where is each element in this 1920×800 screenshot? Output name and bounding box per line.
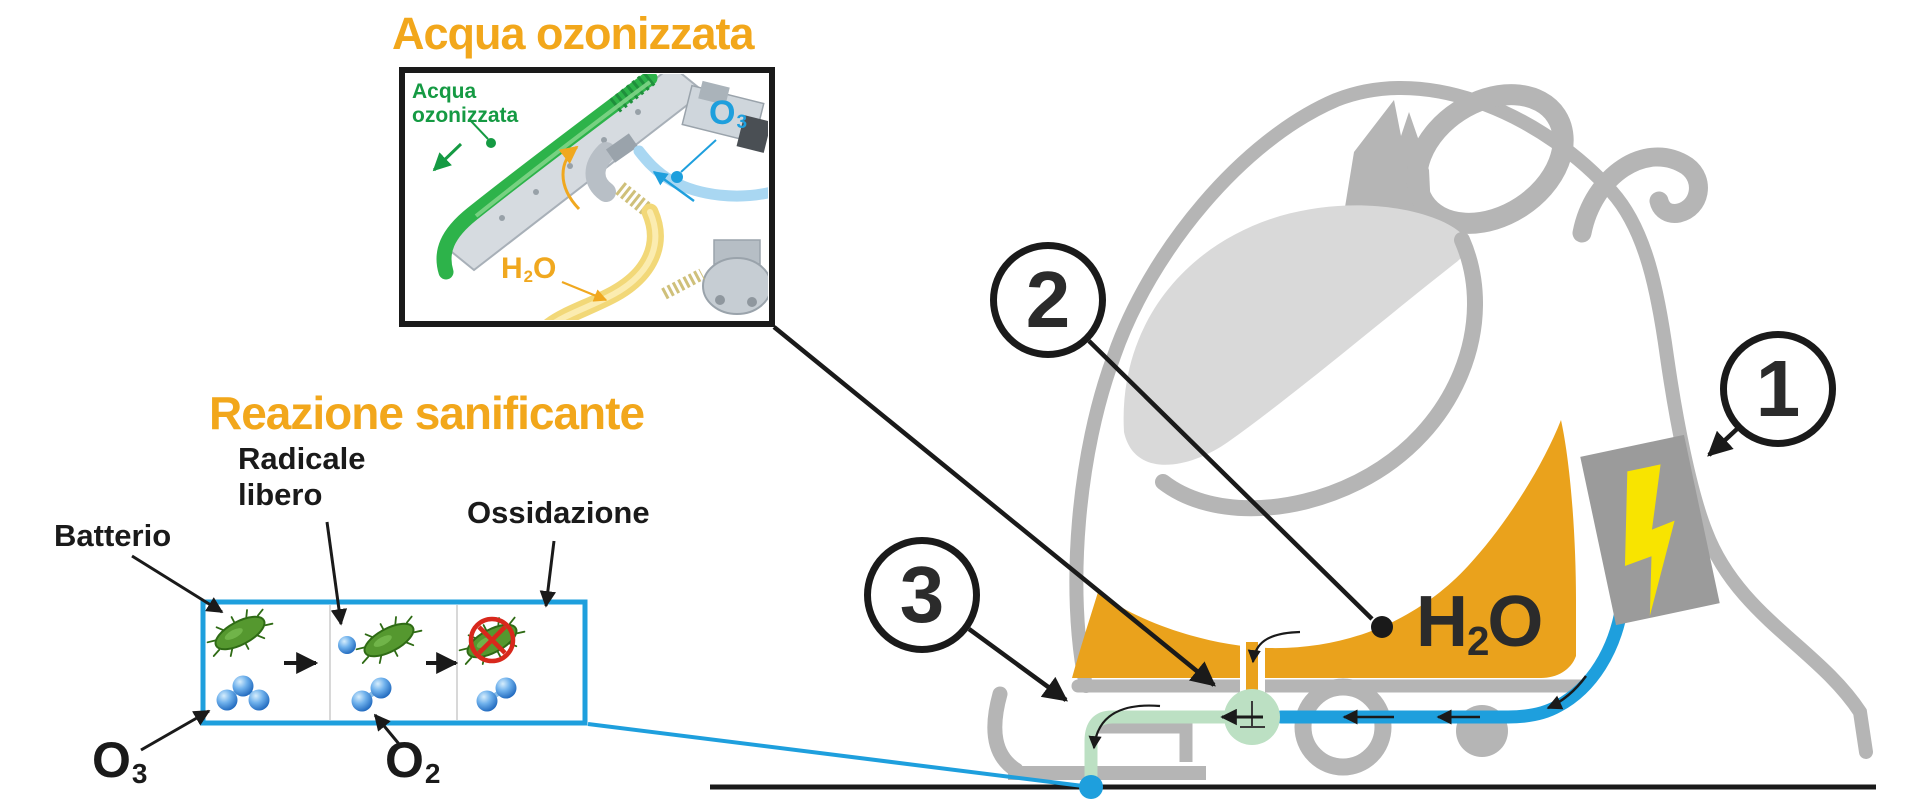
o3-tube <box>633 145 768 202</box>
inset-o3-subscript: 3 <box>736 112 748 134</box>
inset-title: Acqua ozonizzata <box>392 8 755 59</box>
tank-subscript: 2 <box>1467 617 1489 664</box>
flow-arrow-icon <box>1247 630 1301 664</box>
pump-unit <box>661 239 768 315</box>
inset-box <box>399 67 775 327</box>
radical-arrow <box>325 521 348 626</box>
o2-molecule-icon <box>476 677 517 712</box>
tank-o: O <box>1487 582 1543 662</box>
reaction-box <box>200 599 588 726</box>
elbow-fitting <box>585 142 616 202</box>
radical-label-line2: libero <box>238 476 323 512</box>
marker-1: 1 <box>1720 331 1836 447</box>
prohibition-icon <box>468 616 516 664</box>
oxidation-label: Ossidazione <box>467 495 650 530</box>
inset-h2o-h: H <box>501 252 523 285</box>
seat-shape <box>1123 205 1467 465</box>
green-hose-label: Acqua ozonizzata <box>412 80 518 127</box>
leader-lines <box>772 325 1739 702</box>
green-label-leader <box>469 119 489 140</box>
handle-loop <box>1406 84 1574 234</box>
ozone-generator <box>1580 434 1720 626</box>
o2-label: O2 <box>385 731 440 790</box>
tank-point-dot <box>1371 616 1393 638</box>
lightning-bolt-icon <box>1624 464 1675 616</box>
tank-h: H <box>1416 582 1468 662</box>
marker1-leader <box>1707 427 1739 457</box>
green-hose <box>436 74 658 280</box>
marker-3-number: 3 <box>899 550 945 639</box>
o3-label: O3 <box>92 731 147 790</box>
oxidation-arrow <box>539 540 557 608</box>
o2-molecule-icon <box>351 677 392 712</box>
label-arrows <box>131 521 557 752</box>
handle-hook <box>1572 147 1708 243</box>
o3-molecule-icon <box>216 675 270 711</box>
tank-h2o-label: H2O <box>1416 581 1543 665</box>
flow-arrow-icon <box>1088 704 1161 750</box>
radical-label: Radicale libero <box>238 441 366 512</box>
o3-point-dot <box>671 171 683 183</box>
mixing-assembly <box>587 630 1301 799</box>
squeegee-bracket <box>1098 720 1193 762</box>
elbow-nut <box>605 133 639 163</box>
bacterium-label: Batterio <box>54 518 172 553</box>
inset-h2o-subscript: 2 <box>523 266 534 286</box>
water-flow-arrow-icon <box>558 145 581 211</box>
h2o-label-leader <box>561 280 608 302</box>
radical-label-line1: Radicale <box>238 441 366 476</box>
green-flow-arrow-icon <box>432 142 463 172</box>
green-hose-corrugation <box>606 74 656 115</box>
inset-h2o-o: O <box>533 252 557 285</box>
green-hose-label-line2: ozonizzata <box>412 103 519 127</box>
o3-arrow <box>140 709 211 752</box>
yellow-hose-highlight <box>553 209 659 320</box>
squeegee-arm <box>987 686 1024 778</box>
flow-arrow-icon <box>1546 675 1588 710</box>
bacterium-arrow <box>131 554 224 614</box>
o3-label-leader <box>680 139 717 173</box>
marker-3: 3 <box>864 537 980 653</box>
green-hose-label-line1: Acqua <box>412 80 477 103</box>
o2-symbol: O <box>385 732 424 788</box>
t-fitting <box>681 80 768 153</box>
water-tank <box>1072 420 1576 678</box>
rear-wheel <box>1294 678 1392 776</box>
seat-rim <box>1155 232 1483 517</box>
free-radical-icon <box>338 636 356 654</box>
floor-contact-dot <box>1079 775 1103 799</box>
marker-1-number: 1 <box>1755 344 1801 433</box>
ozone-tube <box>1274 599 1629 725</box>
o3-subscript: 3 <box>131 758 148 790</box>
inset-o3-label: O3 <box>709 94 747 134</box>
marker2-leader <box>1087 339 1374 621</box>
squeegee-bar <box>1008 766 1206 780</box>
o2-subscript: 2 <box>424 758 441 790</box>
mixer-mark <box>1240 701 1265 728</box>
o2-arrow <box>373 713 401 745</box>
reaction-title: Reazione sanificante <box>209 387 645 439</box>
reaction-zone-leader <box>587 722 1084 788</box>
inset-o3-symbol: O <box>709 94 736 132</box>
marker3-leader <box>967 627 1068 702</box>
inset-h2o-label: H2O <box>501 252 556 287</box>
o3-symbol: O <box>92 732 131 788</box>
inset-to-mixer-leader <box>772 325 1216 687</box>
marker-2: 2 <box>990 242 1106 358</box>
o3-flow-arrow-icon <box>652 171 695 202</box>
marker-2-number: 2 <box>1025 255 1071 344</box>
green-point-dot <box>486 138 496 148</box>
